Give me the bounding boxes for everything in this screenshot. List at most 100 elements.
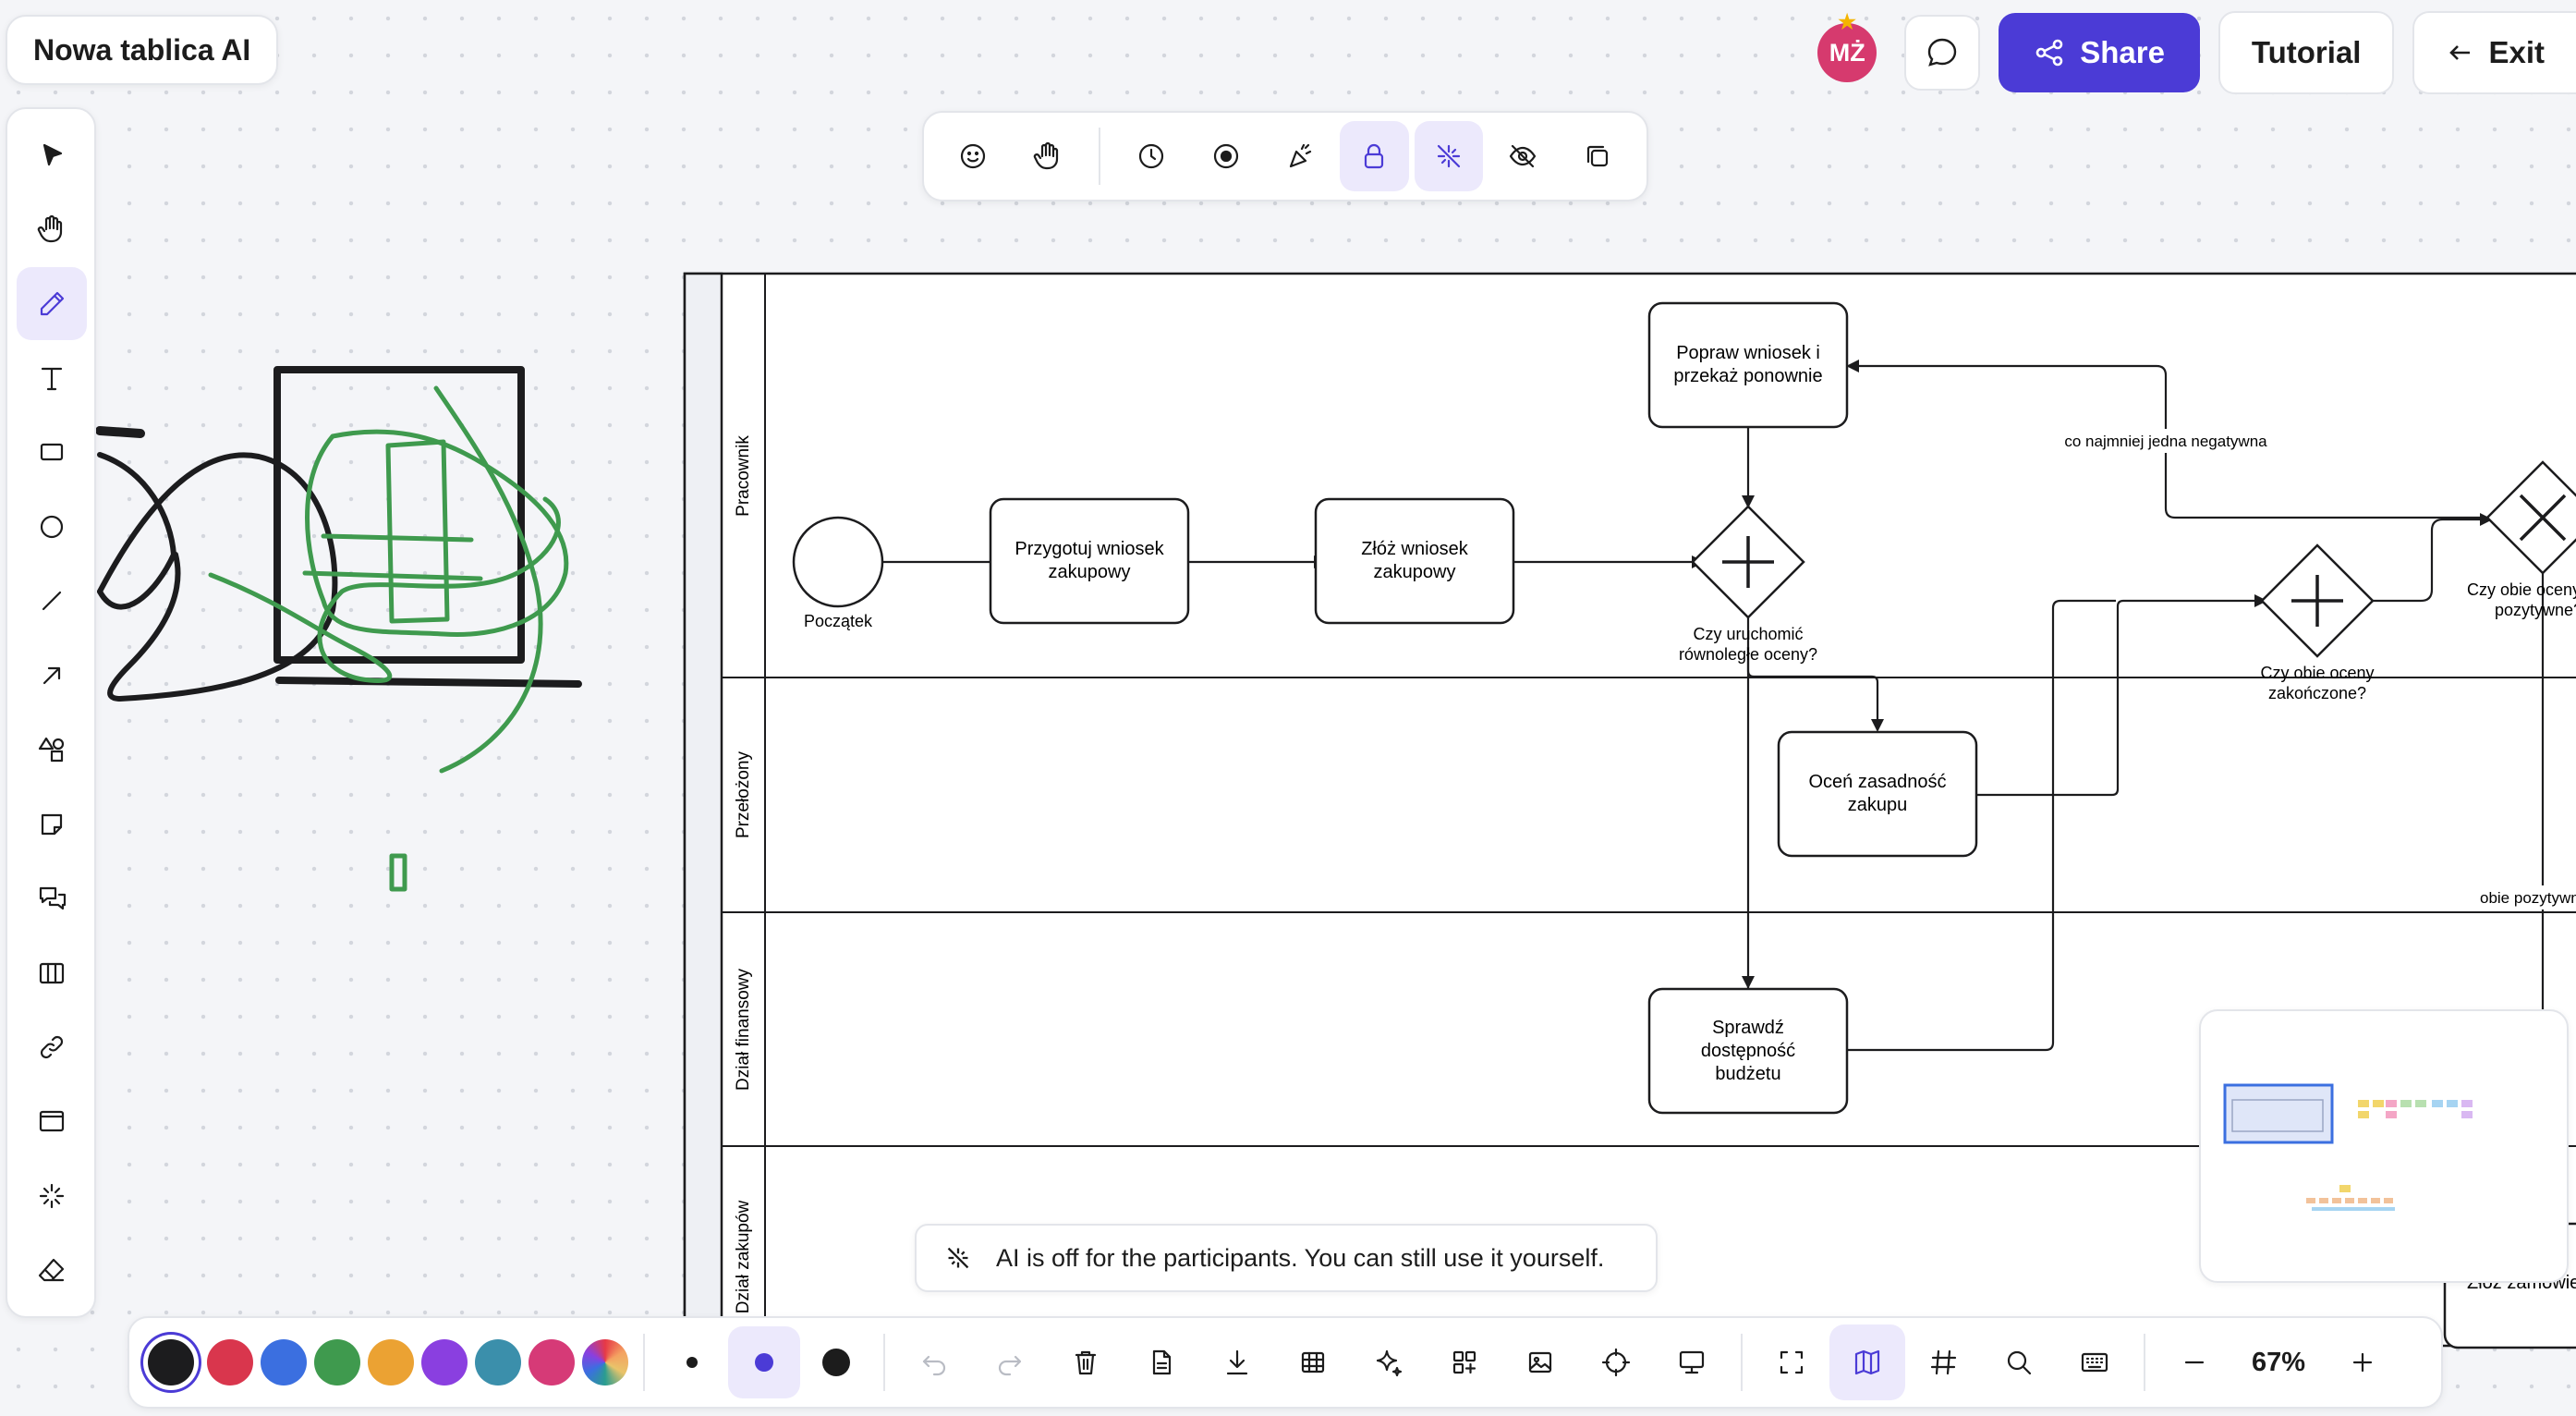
tool-ai[interactable] [17,1159,87,1232]
duplicate-icon [1586,145,1608,167]
sparkle-icon [1376,1349,1403,1377]
toolbar-divider [883,1334,885,1391]
board-title[interactable]: Nowa tablica AI [6,15,279,85]
ai-toggle-button[interactable] [1414,121,1484,191]
download-button[interactable] [1199,1324,1275,1400]
color-swatch-blue[interactable] [261,1339,307,1385]
reactions-button[interactable] [939,121,1007,191]
plus-icon [2352,1352,2373,1373]
stroke-large[interactable] [800,1326,872,1398]
frame-icon [39,1111,65,1132]
toolbar-divider [1741,1334,1743,1391]
zoom-in-button[interactable] [2325,1324,2400,1400]
document-icon [1152,1349,1172,1375]
tool-arrow[interactable] [17,639,87,712]
line-icon [42,592,62,611]
table-icon [1301,1351,1325,1373]
exit-button[interactable]: Exit [2412,11,2576,94]
color-swatch-pink[interactable] [529,1339,575,1385]
timer-button[interactable] [1117,121,1185,191]
present-button[interactable] [1654,1324,1730,1400]
tool-link[interactable] [17,1010,87,1083]
undo-icon [922,1355,946,1376]
notes-button[interactable] [1124,1324,1199,1400]
lane-label-dzial-zakupow: Dział zakupów [734,1200,753,1313]
chat-button[interactable] [1904,15,1981,91]
lock-button[interactable] [1340,121,1409,191]
grid-button[interactable] [1905,1324,1981,1400]
color-picker-icon[interactable] [582,1339,628,1385]
arrow-left-icon [2449,45,2471,60]
color-swatch-orange[interactable] [368,1339,414,1385]
record-button[interactable] [1191,121,1259,191]
zoom-out-button[interactable] [2157,1324,2232,1400]
raise-hand-button[interactable] [1013,121,1081,191]
color-swatch-teal[interactable] [475,1339,521,1385]
image-button[interactable] [1502,1324,1578,1400]
map-icon [1854,1349,1880,1375]
tutorial-button[interactable]: Tutorial [2218,11,2395,94]
celebrate-icon [1289,143,1312,168]
link-icon [40,1035,64,1059]
tool-line[interactable] [17,565,87,638]
minimap-button[interactable] [1829,1324,1905,1400]
hide-button[interactable] [1488,121,1557,191]
arrow-icon [43,666,61,684]
tool-rectangle[interactable] [17,416,87,489]
tool-text[interactable] [17,341,87,414]
stroke-medium[interactable] [728,1326,800,1398]
undo-button[interactable] [896,1324,972,1400]
color-swatch-red[interactable] [207,1339,253,1385]
tool-comments[interactable] [17,861,87,934]
focus-button[interactable] [1578,1324,1654,1400]
duplicate-button[interactable] [1563,121,1632,191]
eraser-icon [38,1259,65,1282]
stroke-small[interactable] [656,1326,728,1398]
zoom-level[interactable]: 67% [2251,1347,2306,1377]
share-icon [2035,39,2063,67]
minimap[interactable] [2199,1009,2569,1283]
hash-icon [1930,1349,1957,1375]
table-icon [39,962,65,983]
toolbar-divider [2144,1334,2145,1391]
search-button[interactable] [1981,1324,2057,1400]
timer-icon [1138,143,1164,169]
user-avatar[interactable]: ★MŻ [1817,10,1877,82]
tool-hand[interactable] [17,192,87,265]
tool-pencil[interactable] [17,266,87,341]
tool-circle[interactable] [17,490,87,563]
bottom-toolbar: 67% [128,1316,2443,1409]
avatar-initials: MŻ [1829,38,1865,67]
grid-table-button[interactable] [1275,1324,1351,1400]
circle-icon [40,515,64,539]
keyboard-icon [2081,1352,2108,1373]
lane-label-przelozony: Przełożony [734,751,753,838]
task-submit-label-1: Złóż wniosek [1361,539,1469,559]
redo-button[interactable] [972,1324,1048,1400]
freehand-drawing[interactable] [95,366,582,892]
add-widget-button[interactable] [1427,1324,1502,1400]
minus-icon [2184,1361,2205,1364]
tool-shapes[interactable] [17,714,87,787]
tool-eraser[interactable] [17,1234,87,1307]
task-assess-label-2: zakupu [1848,795,1908,815]
trash-icon [1075,1350,1097,1375]
color-swatch-green[interactable] [314,1339,360,1385]
keyboard-button[interactable] [2057,1324,2132,1400]
celebrate-button[interactable] [1266,121,1334,191]
left-toolbar [6,107,96,1318]
tool-select[interactable] [17,118,87,191]
fit-screen-button[interactable] [1754,1324,1829,1400]
tool-sticky-note[interactable] [17,787,87,861]
color-swatch-purple[interactable] [421,1339,468,1385]
image-icon [1528,1351,1552,1373]
color-swatch-black[interactable] [148,1339,194,1385]
share-button[interactable]: Share [1999,13,2200,92]
lane-label-pracownik: Pracownik [734,435,753,517]
tool-frame[interactable] [17,1085,87,1158]
tool-table[interactable] [17,936,87,1009]
ai-assistant-button[interactable] [1351,1324,1427,1400]
search-icon [2007,1350,2032,1375]
delete-button[interactable] [1048,1324,1124,1400]
